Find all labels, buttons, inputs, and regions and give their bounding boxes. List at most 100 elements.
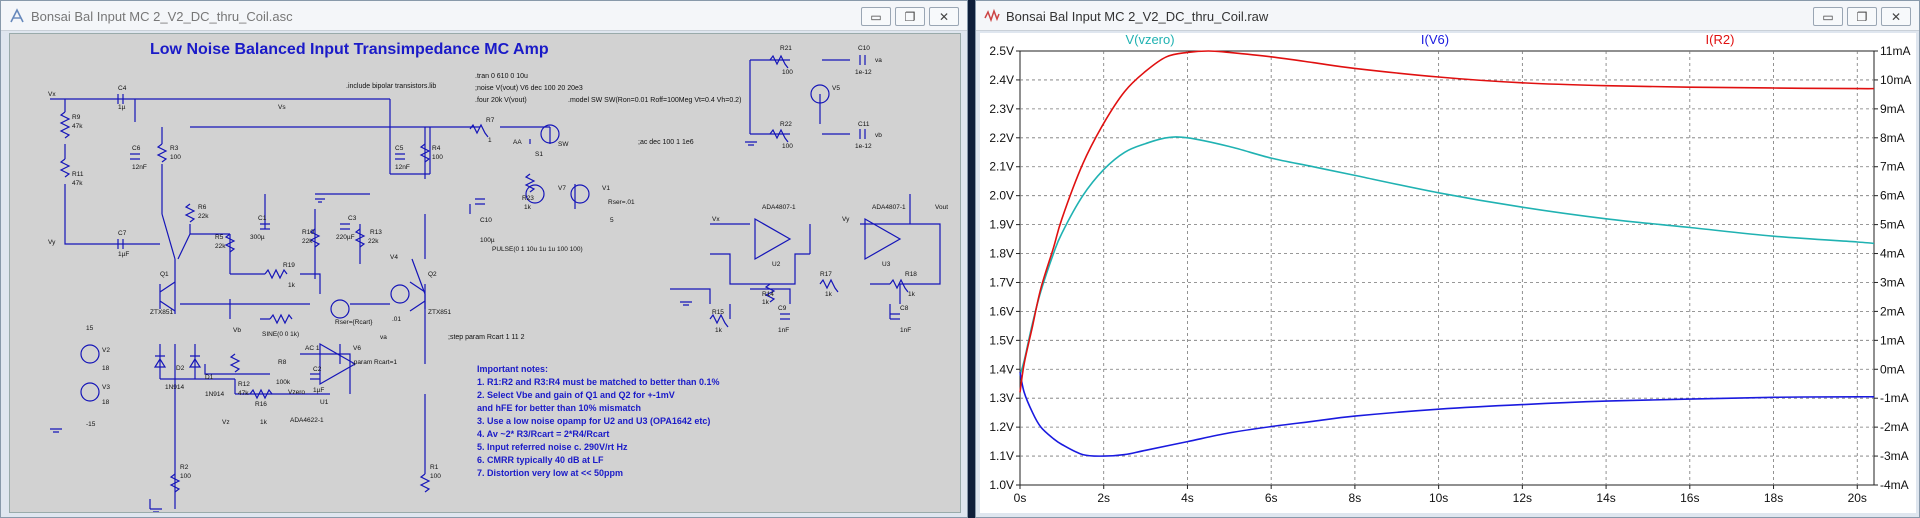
minimize-button[interactable]: ▭ xyxy=(861,7,891,26)
schematic-window-title: Bonsai Bal Input MC 2_V2_DC_thru_Coil.as… xyxy=(31,9,293,24)
y-tick-label-right: 6mA xyxy=(1880,189,1905,203)
u3-label: U3 xyxy=(882,261,891,268)
c5-value: 12nF xyxy=(395,164,410,171)
c3-value: 220µF xyxy=(336,234,355,241)
schematic-canvas[interactable]: Low Noise Balanced Input Transimpedance … xyxy=(9,33,961,513)
rser-cart-label: Rser={Rcart} xyxy=(335,319,373,326)
d2-label: D2 xyxy=(176,365,185,372)
net-label-vb: Vb xyxy=(233,327,241,334)
x-tick-label: 12s xyxy=(1513,491,1532,505)
waveform-titlebar[interactable]: Bonsai Bal Input MC 2_V2_DC_thru_Coil.ra… xyxy=(976,1,1919,31)
y-tick-label-right: 8mA xyxy=(1880,131,1905,145)
schematic-titlebar[interactable]: Bonsai Bal Input MC 2_V2_DC_thru_Coil.as… xyxy=(1,1,967,31)
trace-label-ir2[interactable]: I(R2) xyxy=(1706,32,1735,47)
y-tick-label-left: 1.1V xyxy=(989,449,1014,463)
c1-label: C1 xyxy=(258,215,267,222)
c10-plot-value: 1e-12 xyxy=(855,69,872,76)
supply-minus-label: -15 xyxy=(86,421,96,428)
u2-label: U2 xyxy=(772,261,781,268)
net-label-aa: AA xyxy=(513,139,522,146)
v1-value: 5 xyxy=(610,217,614,224)
y-tick-label-left: 1.5V xyxy=(989,333,1014,347)
c4-value: 1µ xyxy=(118,104,126,111)
r14-label: R14 xyxy=(762,291,774,298)
close-button[interactable]: ✕ xyxy=(929,7,959,26)
x-tick-label: 4s xyxy=(1181,491,1194,505)
net-label-vs: Vs xyxy=(278,104,286,111)
r19-value: 1k xyxy=(288,282,296,289)
restore-button[interactable]: ❐ xyxy=(1847,7,1877,26)
net-label-vb-right: vb xyxy=(875,132,882,139)
net-label-vz: Vz xyxy=(222,419,230,426)
net-label-vx-right: Vx xyxy=(712,216,720,223)
net-label-vy: Vy xyxy=(48,239,56,246)
trace-label-iv6[interactable]: I(V6) xyxy=(1421,32,1449,47)
plot-frame xyxy=(1019,50,1875,486)
close-button[interactable]: ✕ xyxy=(1881,7,1911,26)
plot-grid xyxy=(1019,50,1875,486)
y-tick-label-right: 11mA xyxy=(1880,44,1910,58)
y-tick-label-left: 2.5V xyxy=(989,44,1014,58)
trace-i-r2[interactable] xyxy=(1019,50,1875,393)
r3-value: 100 xyxy=(170,154,181,161)
v7-label: V7 xyxy=(558,185,566,192)
d1-label: D1 xyxy=(205,374,214,381)
y-tick-label-right: 5mA xyxy=(1880,218,1905,232)
r6-value: 22k xyxy=(198,213,209,220)
y-tick-label-right: -1mA xyxy=(1880,391,1909,405)
r10-label: R10 xyxy=(302,229,314,236)
y-tick-label-left: 1.9V xyxy=(989,218,1014,232)
y-tick-label-left: 1.2V xyxy=(989,420,1014,434)
note-5: 5. Input referred noise c. 290V/rt Hz xyxy=(477,442,628,452)
c6-value: 12nF xyxy=(132,164,147,171)
minimize-button[interactable]: ▭ xyxy=(1813,7,1843,26)
r22-label: R22 xyxy=(780,121,792,128)
y-tick-label-right: 9mA xyxy=(1880,102,1905,116)
net-label-vy-right: Vy xyxy=(842,216,850,223)
schematic-icon xyxy=(10,8,24,23)
restore-button[interactable]: ❐ xyxy=(895,7,925,26)
r11-label: R11 xyxy=(72,171,84,178)
u1-value: ADA4622-1 xyxy=(290,417,324,424)
v5-label: V5 xyxy=(832,85,840,92)
r23-value: 1k xyxy=(524,204,532,211)
param-label: .param Rcart=1 xyxy=(352,359,397,366)
r5-label: R5 xyxy=(215,234,224,241)
x-tick-label: 14s xyxy=(1596,491,1615,505)
trace-v-vzero[interactable] xyxy=(1019,136,1875,376)
y-tick-label-left: 2.0V xyxy=(989,189,1014,203)
r4-value: 100 xyxy=(432,154,443,161)
r8-label: R8 xyxy=(278,359,287,366)
r21-label: R21 xyxy=(780,45,792,52)
r1-value: 100 xyxy=(430,473,441,480)
y-tick-label-right: -2mA xyxy=(1880,420,1909,434)
waveform-plot[interactable]: V(vzero) I(V6) I(R2) 1.0V-4mA1.1V-3mA1.2… xyxy=(980,32,1916,513)
r14-value: 1k xyxy=(762,299,770,306)
r2-value: 100 xyxy=(180,473,191,480)
x-tick-label: 16s xyxy=(1680,491,1699,505)
directive-noise: ;noise V(vout) V6 dec 100 20 20e3 xyxy=(475,85,583,92)
r6-label: R6 xyxy=(198,204,207,211)
y-tick-label-right: 7mA xyxy=(1880,160,1905,174)
sw-label: SW xyxy=(558,141,569,148)
trace-label-vzero[interactable]: V(vzero) xyxy=(1125,32,1174,47)
note-2: 2. Select Vbe and gain of Q1 and Q2 for … xyxy=(477,390,675,400)
r13-value: 22k xyxy=(368,238,379,245)
x-tick-label: 2s xyxy=(1097,491,1110,505)
u2-value: ADA4807-1 xyxy=(762,204,796,211)
directive-ac: ;ac dec 100 1 1e6 xyxy=(638,139,694,146)
y-tick-label-left: 1.7V xyxy=(989,275,1014,289)
r7-value: 1 xyxy=(488,137,492,144)
u3-value: ADA4807-1 xyxy=(872,204,906,211)
y-tick-label-left: 1.4V xyxy=(989,362,1014,376)
x-tick-label: 6s xyxy=(1265,491,1278,505)
c10-plot-label: C10 xyxy=(858,45,870,52)
r23-label: R23 xyxy=(522,195,534,202)
v4-value: .01 xyxy=(392,316,401,323)
trace-i-v6[interactable] xyxy=(1019,372,1875,457)
plot-traces xyxy=(1019,50,1875,457)
directive-step: ;step param Rcart 1 11 2 xyxy=(448,334,525,341)
y-tick-label-right: 4mA xyxy=(1880,247,1905,261)
